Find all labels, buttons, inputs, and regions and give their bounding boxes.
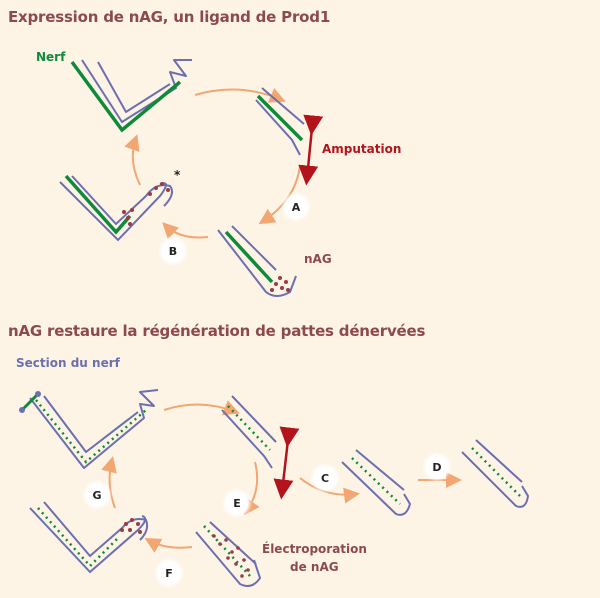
nerve-dotted-2 bbox=[227, 405, 271, 451]
electroporation-label-line2: de nAG bbox=[290, 560, 339, 574]
nerve-dotted-3 bbox=[351, 457, 401, 505]
amputation-label: Amputation bbox=[322, 142, 402, 156]
nerve-4 bbox=[64, 174, 132, 235]
limb-intact-1 bbox=[81, 59, 192, 123]
limb-stump-2 bbox=[221, 395, 277, 469]
step-d-badge: D bbox=[426, 456, 448, 478]
nerve-dotted-6 bbox=[37, 507, 119, 568]
step-g-badge: G bbox=[86, 484, 108, 506]
limb-nag-1 bbox=[217, 225, 297, 297]
limb-no-regen-2 bbox=[461, 439, 530, 508]
nerve-dotted-1 bbox=[35, 399, 147, 464]
step-f-badge: F bbox=[158, 562, 180, 584]
limb-blastema-2 bbox=[29, 501, 149, 574]
step-c-badge: C bbox=[314, 467, 336, 489]
nerve-label: Nerf bbox=[36, 50, 66, 64]
limb-no-regen-1 bbox=[341, 449, 412, 516]
section1-title: Expression de nAG, un ligand de Prod1 bbox=[8, 8, 331, 26]
nerve-3 bbox=[224, 230, 274, 284]
step-b-badge: B bbox=[162, 240, 184, 262]
nag-dots-4 bbox=[120, 518, 142, 534]
cycle-arrows-bottom bbox=[101, 400, 462, 553]
nag-dots-1 bbox=[270, 276, 290, 292]
nerve-dotted-4 bbox=[471, 447, 521, 497]
amputation-arrow bbox=[298, 114, 324, 186]
nag-dots-2 bbox=[122, 182, 170, 226]
nerve-cut-marker bbox=[19, 391, 41, 413]
step-e-badge: E bbox=[226, 492, 248, 514]
electroporation-label-line1: Électroporation bbox=[262, 542, 367, 556]
nerve-section-label: Section du nerf bbox=[16, 356, 120, 370]
step-a-badge: A bbox=[285, 196, 307, 218]
blastema-star: * bbox=[174, 168, 181, 182]
nag-label: nAG bbox=[304, 252, 332, 266]
limb-electroporated bbox=[195, 521, 262, 587]
limb-denervated-1 bbox=[29, 389, 159, 469]
limb-stump-1 bbox=[255, 87, 305, 156]
section2-title: nAG restaure la régénération de pattes d… bbox=[8, 322, 426, 340]
nerve-2 bbox=[256, 94, 304, 142]
amputation-arrow-2 bbox=[273, 426, 300, 500]
nag-dots-3 bbox=[212, 534, 250, 578]
nerve-1 bbox=[70, 60, 182, 133]
